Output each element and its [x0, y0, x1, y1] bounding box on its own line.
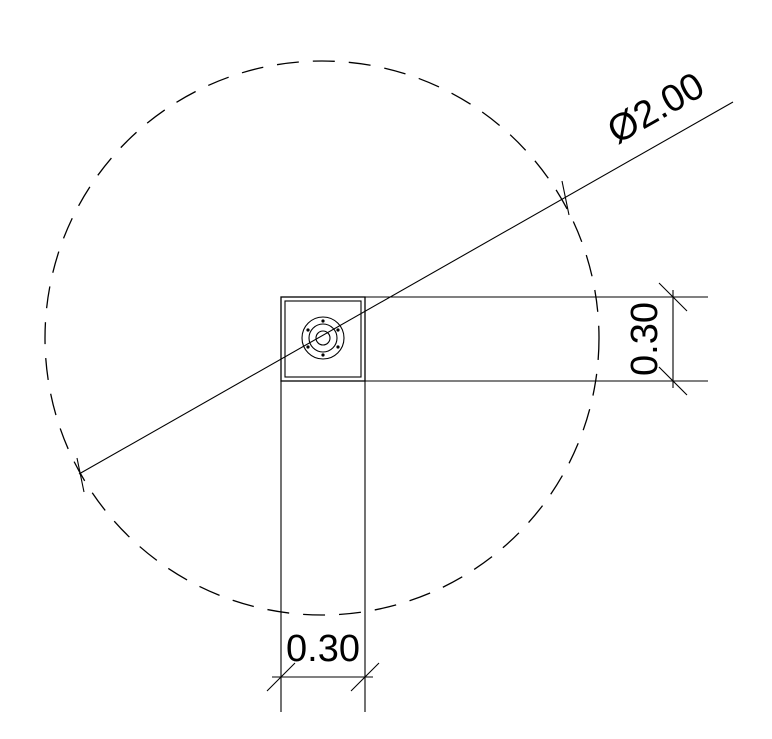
bolt-holes: [306, 319, 340, 357]
horizontal-dimension-tick-left: [266, 662, 296, 692]
horizontal-dimension-tick-right: [350, 662, 380, 692]
base-plate-outer-ring: [301, 316, 345, 360]
diameter-dimension-line: [78, 101, 734, 475]
vertical-dimension-label: 0.30: [624, 302, 666, 376]
vertical-dimension-tick-bottom: [658, 366, 688, 396]
bolt-hole: [336, 345, 340, 349]
diameter-tick-upper: [561, 180, 570, 216]
base-plate-inner-ring: [308, 323, 338, 353]
dashed-clearance-circle: [44, 60, 600, 616]
diameter-label: Ø2.00: [601, 65, 712, 153]
bolt-hole: [306, 328, 310, 332]
post-inner-square: [284, 300, 362, 378]
vertical-dimension-tick-top: [658, 282, 688, 312]
diameter-tick-lower: [76, 457, 85, 493]
bolt-hole: [321, 353, 325, 357]
bolt-hole: [321, 319, 325, 323]
post-outer-square: [280, 296, 366, 382]
horizontal-dimension-label: 0.30: [286, 628, 360, 670]
center-hole: [315, 330, 331, 346]
bolt-hole: [336, 328, 340, 332]
bolt-hole: [306, 345, 310, 349]
